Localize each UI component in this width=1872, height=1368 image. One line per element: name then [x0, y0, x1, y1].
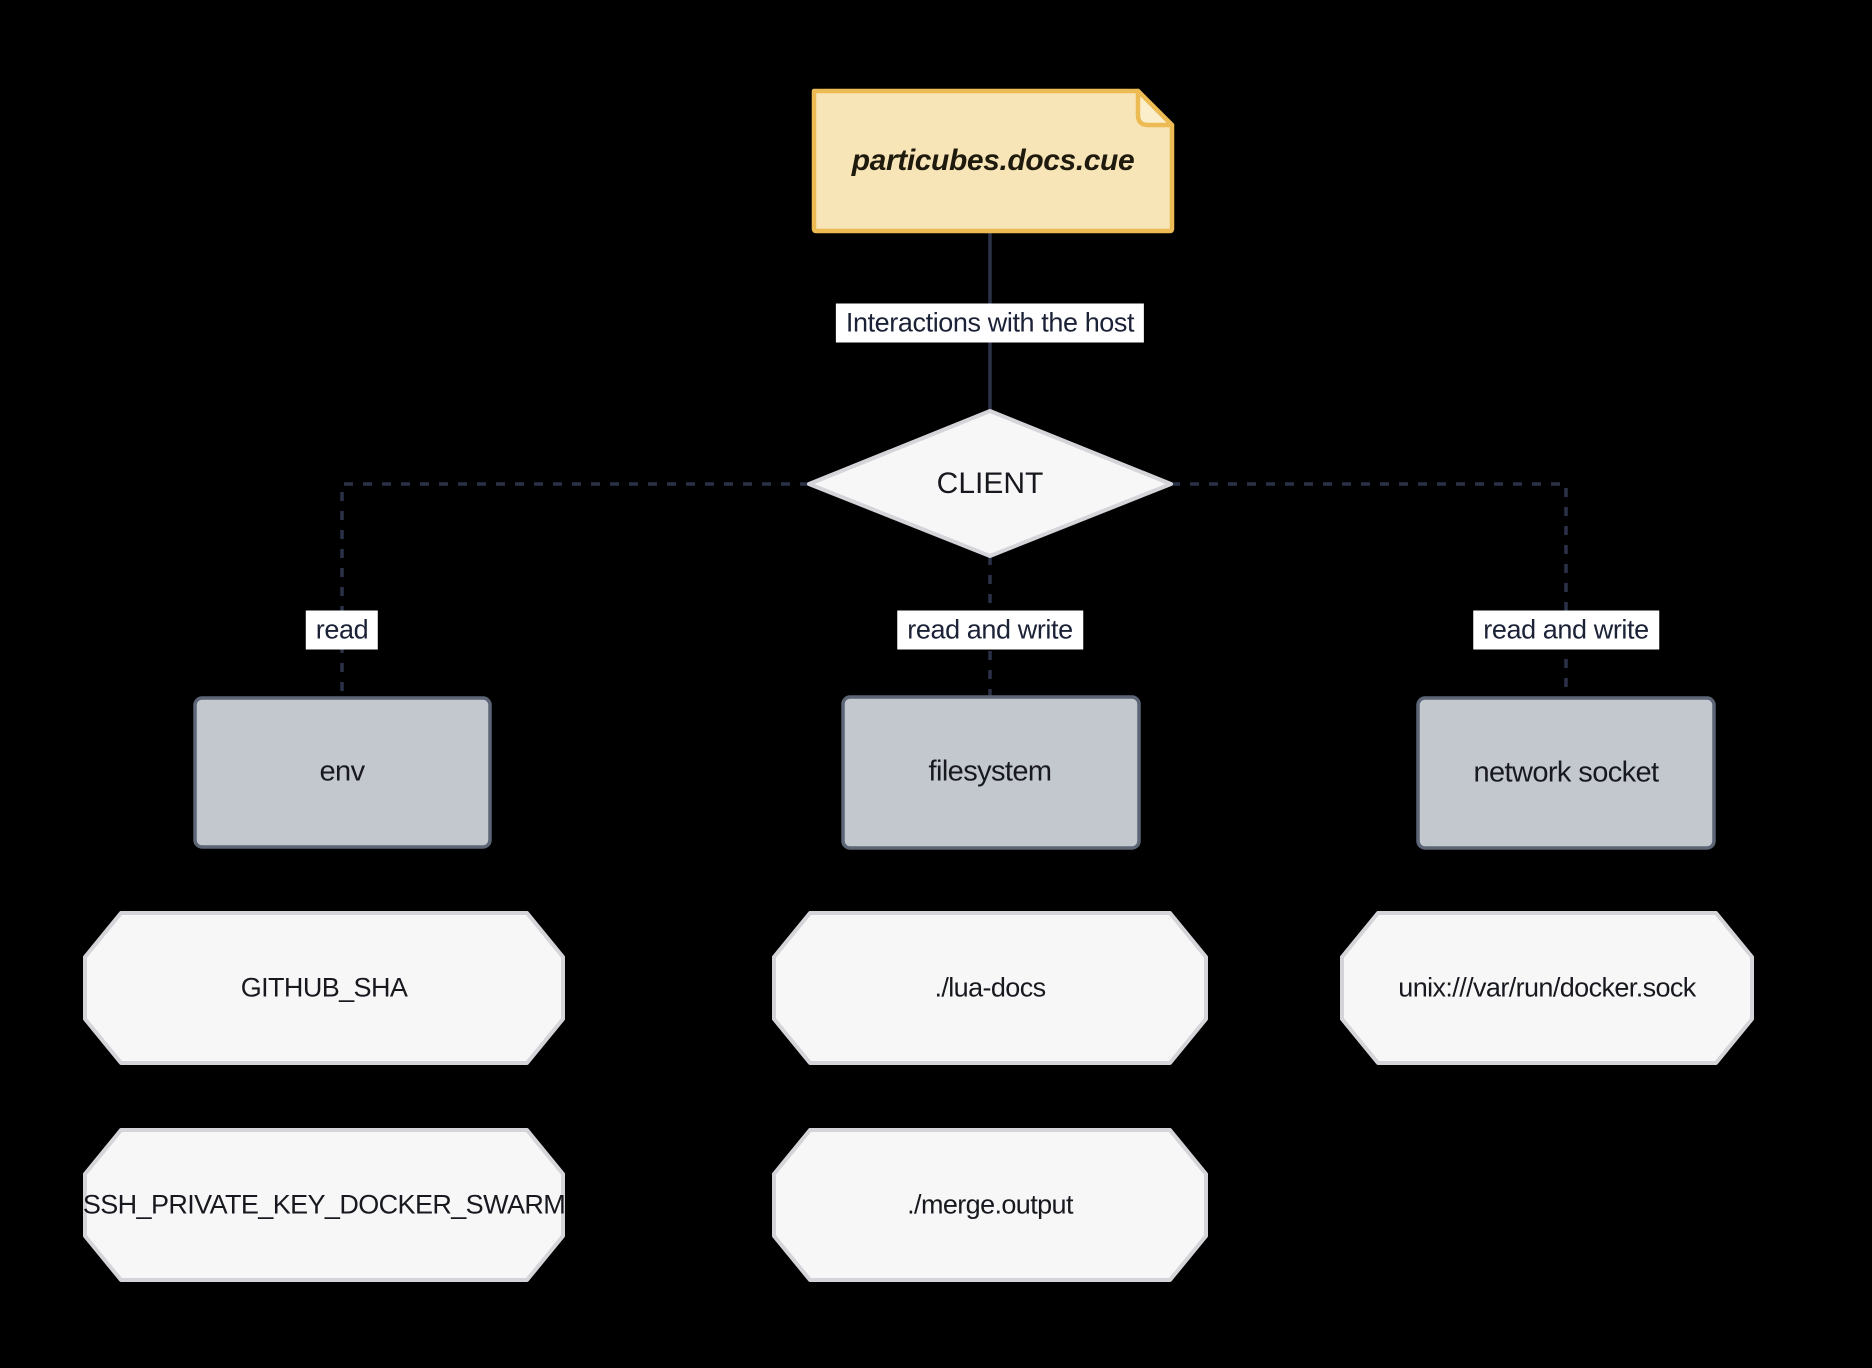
client-diamond-shape [807, 409, 1173, 558]
note-label: particubes.docs.cue [851, 144, 1135, 177]
merge-output-label: ./merge.output [907, 1189, 1073, 1220]
edge-client-to-network-socket [1171, 482, 1568, 696]
edge-label-read: read [305, 610, 379, 650]
lua-docs-octagon-shape [772, 911, 1208, 1065]
ssh-private-key-octagon-shape [83, 1128, 565, 1282]
docker-sock-octagon-shape [1340, 911, 1754, 1065]
client-node-label: CLIENT [936, 467, 1044, 500]
edge-client-to-env [340, 482, 809, 696]
docker-sock-label: unix:///var/run/docker.sock [1398, 972, 1696, 1003]
env-box-shape [193, 696, 492, 849]
env-node-label: env [319, 755, 366, 788]
edge-label-read-write-network: read and write [1473, 610, 1659, 650]
filesystem-box-shape [841, 695, 1141, 850]
github-sha-octagon-shape [83, 911, 565, 1065]
edge-label-host-interactions: Interactions with the host [835, 303, 1145, 343]
note-shape [811, 88, 1175, 234]
network-socket-box-shape [1416, 696, 1716, 850]
lua-docs-label: ./lua-docs [934, 972, 1046, 1003]
github-sha-label: GITHUB_SHA [240, 972, 408, 1003]
ssh-private-key-label: SSH_PRIVATE_KEY_DOCKER_SWARM [82, 1189, 566, 1220]
merge-output-octagon-shape [772, 1128, 1208, 1282]
edge-label-read-write-filesystem: read and write [897, 610, 1083, 650]
note-fold-corner [1135, 88, 1175, 128]
filesystem-node-label: filesystem [928, 755, 1053, 788]
network-socket-node-label: network socket [1473, 756, 1659, 789]
